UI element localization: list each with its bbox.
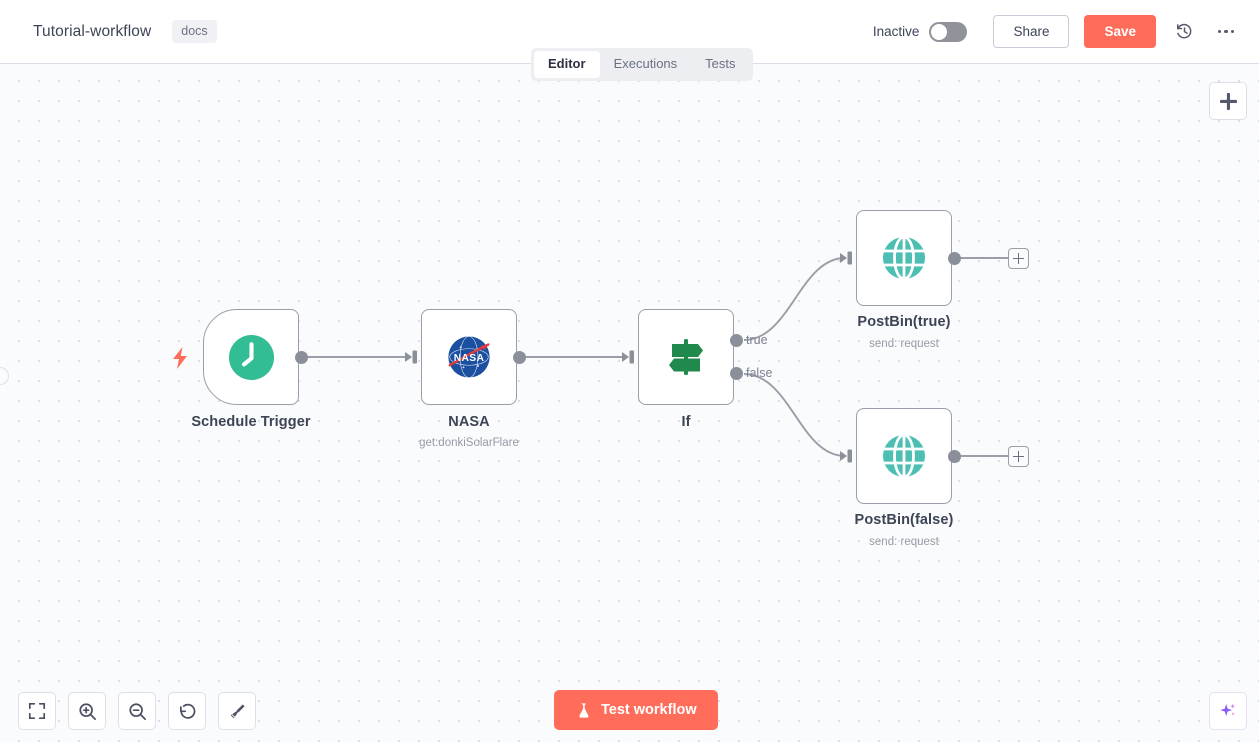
workflow-tag-docs[interactable]: docs	[172, 20, 217, 43]
node-label-postbin-true: PostBin(true)	[857, 314, 951, 330]
input-port-postbin-false[interactable]	[839, 448, 855, 464]
tab-tests[interactable]: Tests	[705, 56, 736, 72]
reset-zoom-icon	[179, 703, 195, 719]
node-subtitle-postbin-true: send: request	[869, 338, 939, 350]
add-node-button[interactable]	[1209, 82, 1247, 120]
node-schedule-trigger[interactable]	[203, 309, 299, 405]
input-port-postbin-true[interactable]	[839, 250, 855, 266]
nasa-logo-icon: NASA	[448, 336, 490, 378]
toggle-knob	[931, 23, 948, 40]
node-label-if: If	[681, 414, 691, 430]
node-postbin-true[interactable]	[856, 210, 952, 306]
workflow-tabs: Editor Executions Tests	[531, 48, 753, 81]
input-port-nasa[interactable]	[404, 349, 420, 365]
globe-icon	[883, 433, 925, 479]
node-subtitle-nasa: get:donkiSolarFlare	[419, 437, 519, 449]
sparkle-icon	[1220, 703, 1236, 716]
connection-edges	[306, 257, 1008, 457]
canvas-zoom-toolbar	[18, 692, 256, 730]
output-port-nasa[interactable]	[513, 351, 526, 364]
ellipsis-icon[interactable]	[1212, 18, 1240, 46]
workflow-canvas[interactable]: Schedule Trigger NASA NASA get:donkiSola…	[0, 64, 1259, 742]
sidebar-collapse-handle[interactable]	[0, 367, 9, 385]
ellipsis-dots	[1217, 29, 1235, 34]
zoom-to-fit-button[interactable]	[18, 692, 56, 730]
save-button[interactable]: Save	[1084, 15, 1156, 48]
plus-icon	[1219, 92, 1237, 110]
tab-editor[interactable]: Editor	[534, 51, 600, 78]
tab-executions[interactable]: Executions	[613, 56, 678, 72]
test-workflow-label: Test workflow	[601, 702, 697, 718]
globe-icon	[883, 235, 925, 281]
test-workflow-button[interactable]: Test workflow	[554, 690, 718, 730]
lightning-bolt-icon	[173, 347, 187, 369]
ai-assistant-button[interactable]	[1209, 692, 1247, 730]
clock-icon	[228, 334, 274, 380]
zoom-out-button[interactable]	[118, 692, 156, 730]
app-header: Tutorial-workflow docs Inactive Share Sa…	[0, 0, 1259, 64]
node-subtitle-postbin-false: send: request	[869, 536, 939, 548]
node-if[interactable]	[638, 309, 734, 405]
signpost-icon	[669, 339, 703, 375]
history-clock-icon[interactable]	[1170, 18, 1198, 46]
output-port-schedule-trigger[interactable]	[295, 351, 308, 364]
output-port-if-true[interactable]	[730, 334, 743, 347]
input-port-if[interactable]	[621, 349, 637, 365]
zoom-out-icon	[128, 702, 146, 720]
add-node-after-postbin-false[interactable]	[1008, 446, 1029, 467]
output-label-false: false	[746, 366, 773, 380]
fit-to-view-icon	[28, 702, 46, 720]
node-label-postbin-false: PostBin(false)	[854, 512, 954, 528]
svg-text:NASA: NASA	[454, 353, 485, 364]
node-label-schedule-trigger: Schedule Trigger	[191, 414, 311, 430]
tidy-up-button[interactable]	[218, 692, 256, 730]
output-label-true: true	[746, 333, 768, 347]
workflow-title[interactable]: Tutorial-workflow	[33, 22, 152, 40]
node-postbin-false[interactable]	[856, 408, 952, 504]
zoom-in-button[interactable]	[68, 692, 106, 730]
flask-icon	[579, 702, 589, 718]
output-port-postbin-false[interactable]	[948, 450, 961, 463]
activation-state-label: Inactive	[872, 24, 920, 39]
node-nasa[interactable]: NASA	[421, 309, 517, 405]
output-port-if-false[interactable]	[730, 367, 743, 380]
reset-zoom-button[interactable]	[168, 692, 206, 730]
workflow-active-toggle[interactable]	[929, 21, 968, 42]
zoom-in-icon	[78, 702, 96, 720]
node-label-nasa: NASA	[448, 414, 490, 430]
output-port-postbin-true[interactable]	[948, 252, 961, 265]
add-node-after-postbin-true[interactable]	[1008, 248, 1029, 269]
share-button[interactable]: Share	[993, 15, 1070, 48]
header-actions: Inactive Share Save	[873, 15, 1240, 48]
tidy-up-broom-icon	[230, 703, 245, 718]
